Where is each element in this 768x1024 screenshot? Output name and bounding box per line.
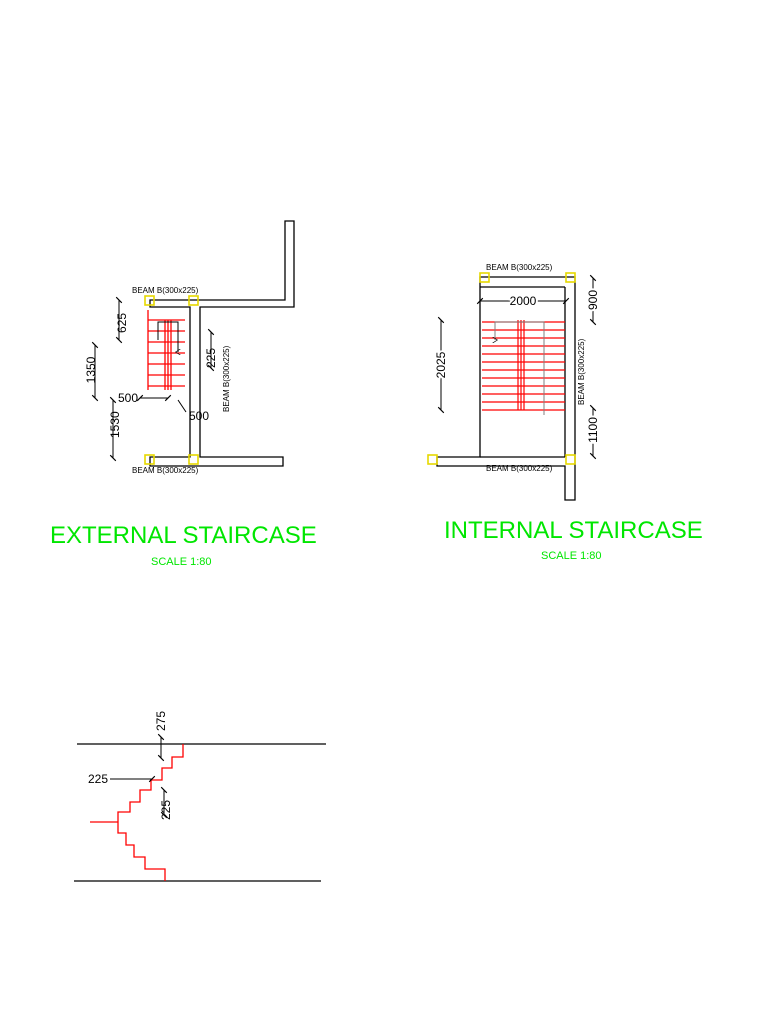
external-staircase-plan: BEAM B(300x225) BEAM B(300x225) BEAM B(3… bbox=[84, 220, 295, 475]
internal-beam-side-label: BEAM B(300x225) bbox=[577, 338, 586, 405]
dim-225-vertical: 225 bbox=[159, 800, 173, 820]
column-marker bbox=[144, 295, 155, 306]
internal-staircase-plan: BEAM B(300x225) BEAM B(300x225) BEAM B(3… bbox=[427, 263, 602, 501]
section-dimensions bbox=[110, 733, 168, 819]
internal-stair-treads bbox=[482, 320, 565, 411]
dim-225-horizontal: 225 bbox=[88, 772, 108, 786]
dim-625: 625 bbox=[115, 313, 129, 333]
column-marker bbox=[565, 272, 576, 283]
column-marker bbox=[144, 454, 155, 465]
internal-dimensions bbox=[437, 274, 597, 460]
external-beam-top-label: BEAM B(300x225) bbox=[132, 286, 199, 295]
column-marker bbox=[427, 454, 438, 465]
external-stair-treads bbox=[147, 310, 185, 390]
dim-500-b: 500 bbox=[189, 409, 209, 423]
stair-direction-arrow bbox=[495, 321, 545, 415]
column-marker bbox=[479, 272, 490, 283]
dim-275: 275 bbox=[154, 711, 168, 731]
dim-2025: 2025 bbox=[434, 351, 448, 378]
dim-900: 900 bbox=[586, 290, 600, 310]
stair-section: 275 225 225 bbox=[74, 711, 326, 882]
external-columns bbox=[144, 295, 199, 465]
dim-1100: 1100 bbox=[586, 417, 600, 443]
column-marker bbox=[565, 454, 576, 465]
dim-1350: 1350 bbox=[84, 356, 98, 383]
column-marker bbox=[188, 454, 199, 465]
external-staircase-title: EXTERNAL STAIRCASE bbox=[50, 522, 317, 549]
internal-walls bbox=[436, 276, 576, 501]
column-marker bbox=[188, 295, 199, 306]
internal-beam-top-label: BEAM B(300x225) bbox=[486, 263, 553, 272]
internal-beam-bottom-label: BEAM B(300x225) bbox=[486, 464, 553, 473]
external-dimensions bbox=[91, 296, 215, 462]
external-beam-bottom-label: BEAM B(300x225) bbox=[132, 466, 199, 475]
dim-2000: 2000 bbox=[510, 294, 537, 308]
external-beam-side-label: BEAM B(300x225) bbox=[222, 345, 231, 412]
stair-direction-arrow bbox=[157, 321, 178, 352]
internal-columns bbox=[427, 272, 576, 465]
dim-500-a: 500 bbox=[118, 391, 138, 405]
dim-225: 225 bbox=[204, 348, 218, 368]
stair-step-profile bbox=[90, 744, 184, 881]
internal-scale-label: SCALE 1:80 bbox=[541, 550, 602, 562]
internal-staircase-title: INTERNAL STAIRCASE bbox=[444, 517, 703, 544]
dim-1530: 1530 bbox=[108, 411, 122, 438]
external-walls bbox=[149, 220, 295, 467]
external-scale-label: SCALE 1:80 bbox=[151, 556, 212, 568]
